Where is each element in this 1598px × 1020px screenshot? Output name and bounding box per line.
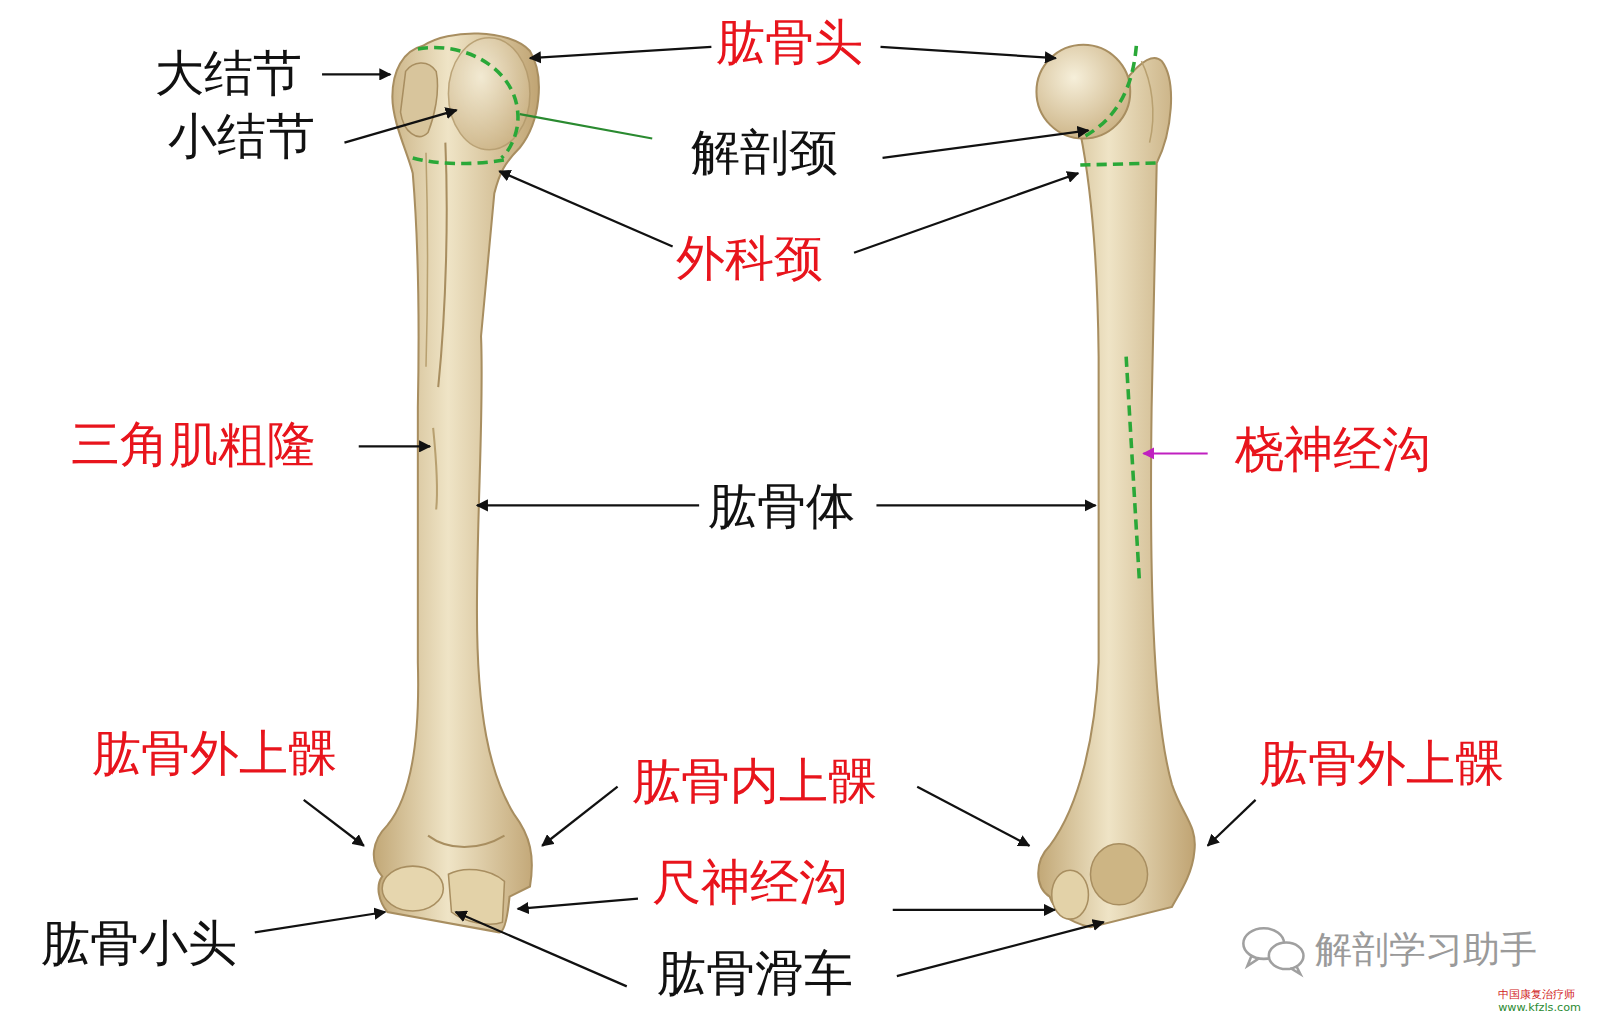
part-label: 肱骨小头 (41, 916, 237, 972)
part-label: 解剖颈 (691, 125, 838, 181)
part-label: 肱骨外上髁 (1259, 736, 1504, 792)
humerus-anterior (374, 33, 539, 932)
watermark: 中国康复治疗师 (1498, 988, 1575, 1001)
watermark: 解剖学习助手 (1315, 929, 1537, 971)
leader-line (1143, 452, 1207, 454)
part-label: 肱骨体 (708, 478, 855, 534)
leader-lines (255, 47, 1256, 987)
part-label: 小结节 (168, 108, 315, 164)
part-label: 肱骨内上髁 (632, 754, 877, 810)
part-label: 肱骨外上髁 (92, 726, 337, 782)
part-label: 外科颈 (676, 231, 823, 287)
part-label: 肱骨头 (716, 15, 863, 71)
part-label: 肱骨滑车 (657, 946, 853, 1002)
humerus-posterior (1036, 45, 1194, 927)
part-label: 大结节 (155, 46, 302, 102)
watermark-icon (1243, 928, 1303, 974)
part-label: 桡神经沟 (1235, 422, 1431, 478)
leader-line (520, 114, 652, 138)
part-label: 三角肌粗隆 (71, 417, 316, 473)
part-label: 尺神经沟 (652, 854, 848, 910)
watermark: www.kfzls.com (1498, 1001, 1581, 1014)
